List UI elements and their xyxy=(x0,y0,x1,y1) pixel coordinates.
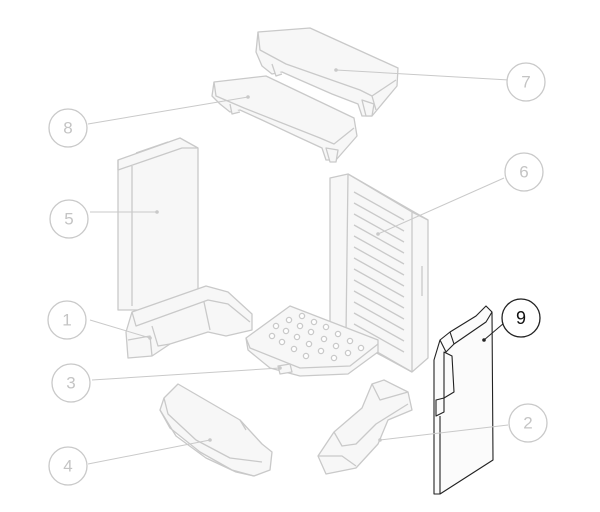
callout-6-label: 6 xyxy=(519,163,528,182)
callout-7-label: 7 xyxy=(521,73,530,92)
callout-9-label: 9 xyxy=(516,308,526,328)
callout-2[interactable]: 2 xyxy=(508,403,548,443)
callout-4-label: 4 xyxy=(63,457,72,476)
part-7-top-baffle xyxy=(255,27,399,117)
callout-7[interactable]: 7 xyxy=(506,62,546,102)
callout-8-label: 8 xyxy=(63,119,72,138)
part-9-side-panel[interactable] xyxy=(433,305,494,495)
part-3-grate xyxy=(245,305,379,377)
leader-line-9 xyxy=(483,322,505,341)
callout-1-label: 1 xyxy=(62,311,71,330)
callout-9[interactable]: 9 xyxy=(501,298,541,338)
callout-1[interactable]: 1 xyxy=(47,300,87,340)
part-4-front-lip xyxy=(159,383,273,477)
callout-2-label: 2 xyxy=(523,414,532,433)
callout-3-label: 3 xyxy=(66,374,75,393)
leader-dots xyxy=(148,68,382,442)
leader-lines xyxy=(87,69,511,465)
callout-5[interactable]: 5 xyxy=(49,199,89,239)
faded-parts xyxy=(117,27,429,477)
part-5-side-brick xyxy=(117,137,199,311)
callout-3[interactable]: 3 xyxy=(51,363,91,403)
callout-4[interactable]: 4 xyxy=(48,446,88,486)
callout-5-label: 5 xyxy=(64,210,73,229)
part-1-left-base xyxy=(125,285,253,359)
part-2-right-base xyxy=(317,379,413,475)
part-6-back-plate xyxy=(329,173,429,373)
callout-8[interactable]: 8 xyxy=(48,108,88,148)
leader-dot-9 xyxy=(482,338,486,342)
callout-6[interactable]: 6 xyxy=(504,152,544,192)
